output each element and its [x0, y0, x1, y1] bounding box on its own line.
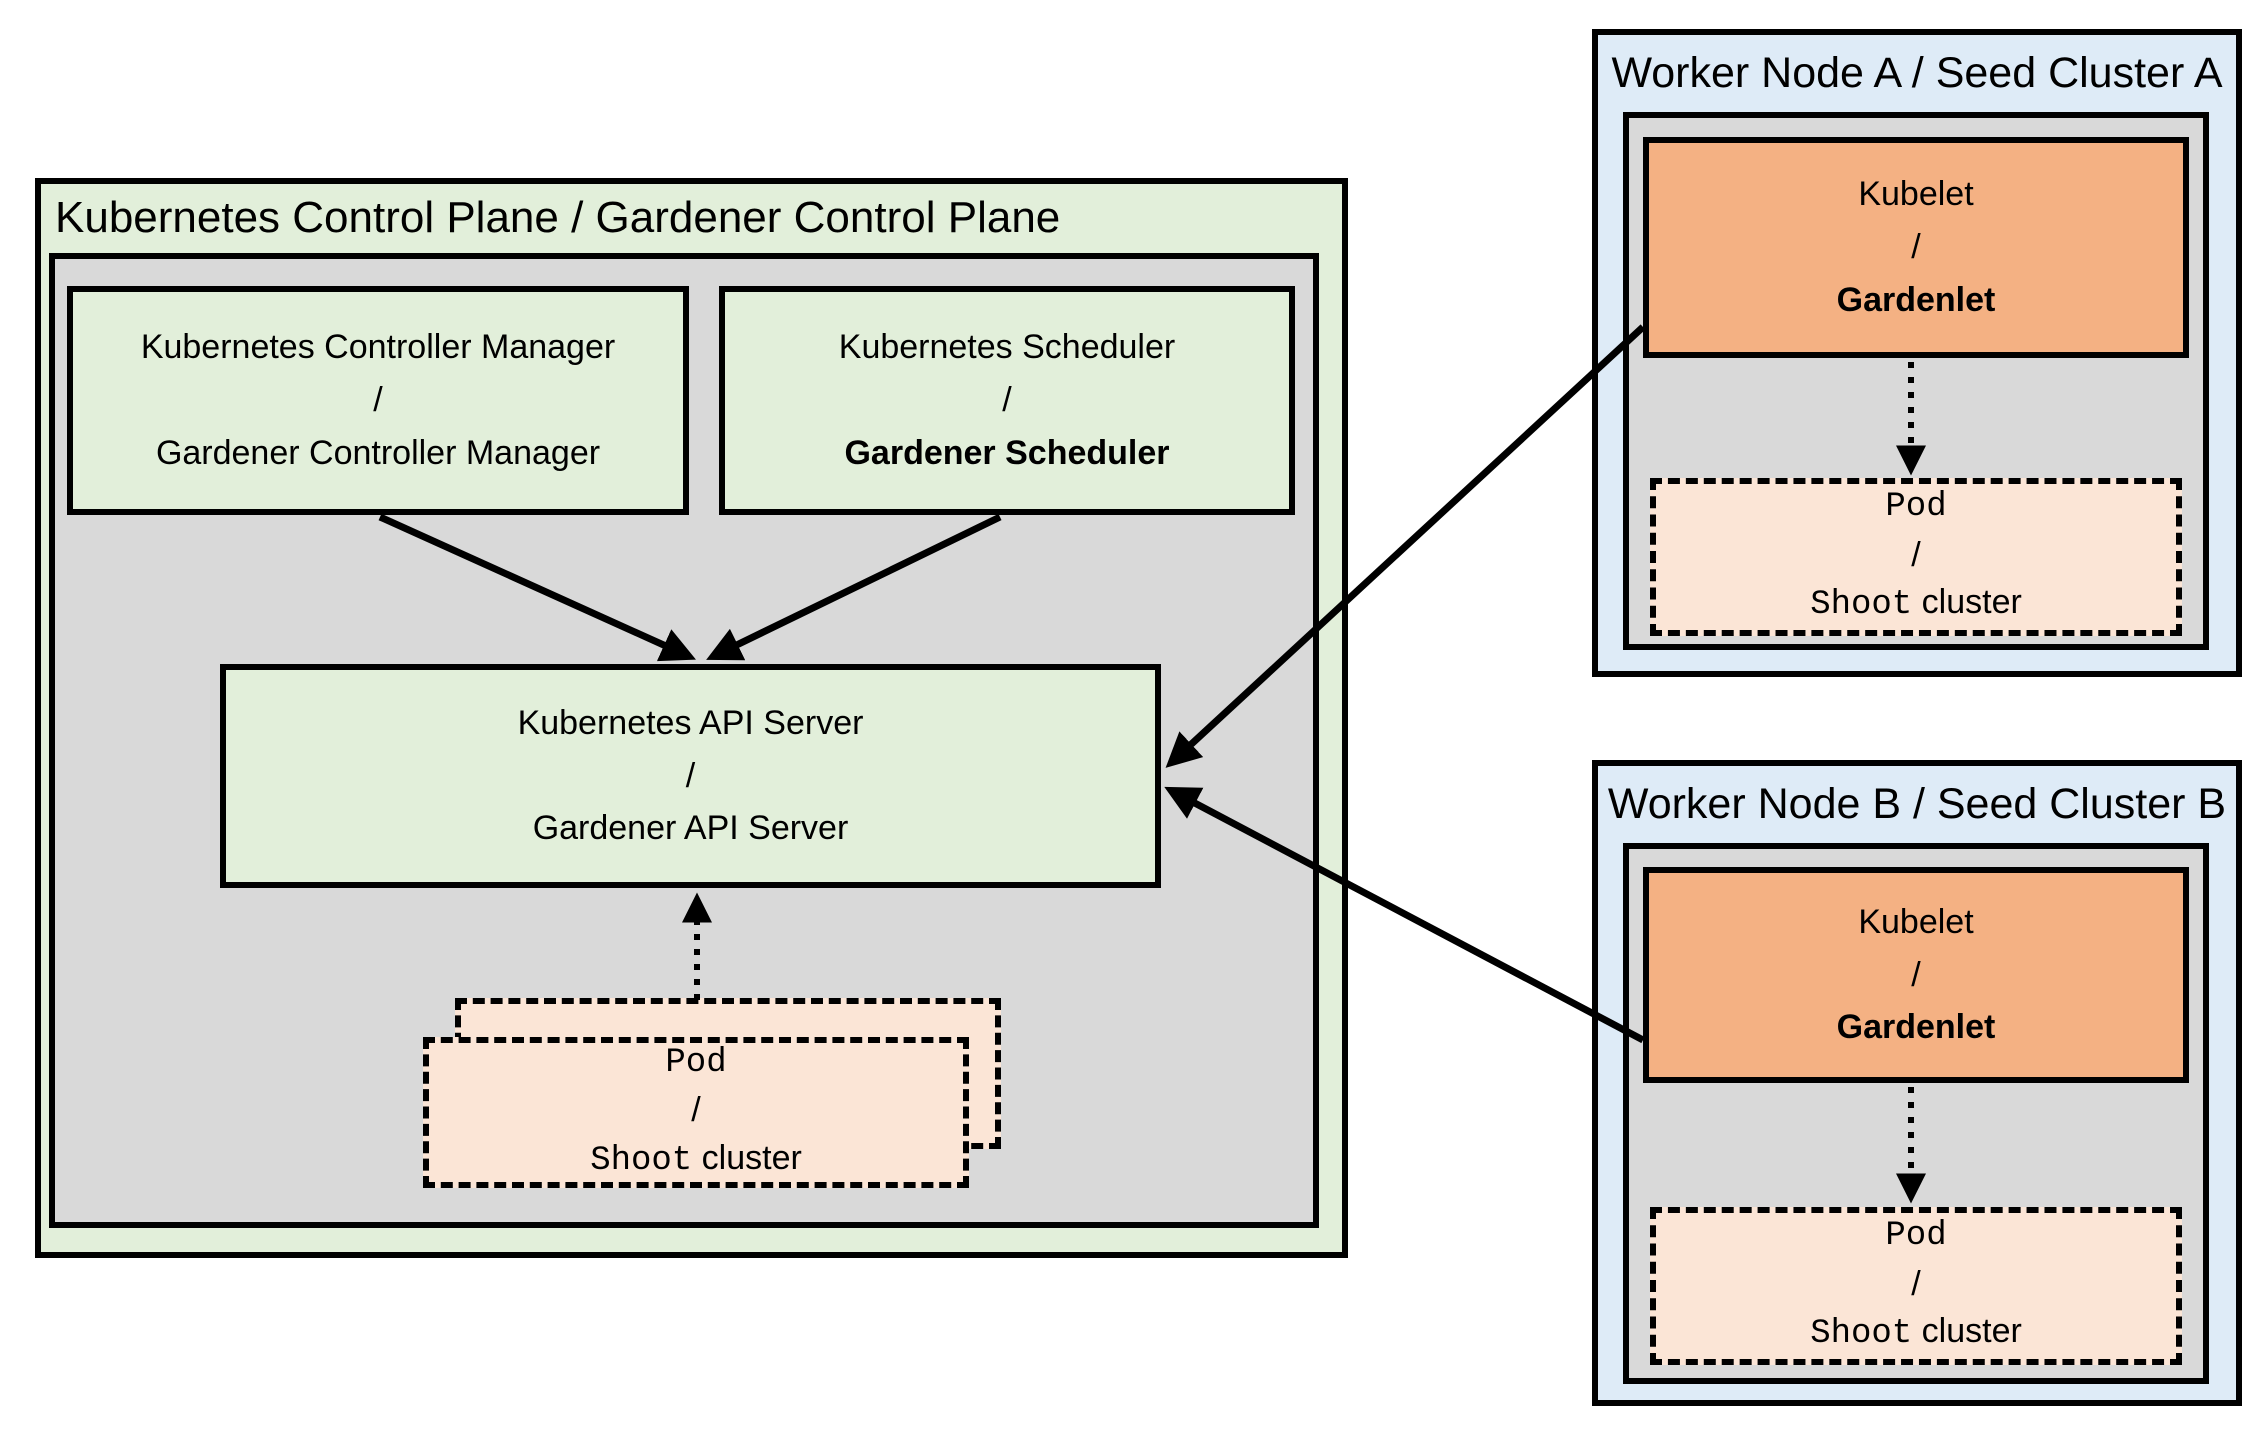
pod-line2-shoot: Shoot [590, 1141, 693, 1180]
kubelet-b-line2: Gardenlet [1836, 1008, 1996, 1047]
kubelet-a-line2: Gardenlet [1836, 280, 1996, 319]
pod-b-line2: Shoot cluster [1810, 1308, 2022, 1359]
pod-a-line1: Pod [1885, 488, 1947, 527]
controller-manager-line2: Gardener Controller Manager [155, 433, 601, 472]
pod-shoot-box: Pod / Shoot cluster [423, 1037, 969, 1188]
pod-shoot-a-box: Pod / Shoot cluster [1650, 478, 2182, 636]
kubelet-b-separator: / [1911, 955, 1921, 994]
worker-node-b-inner-box: Kubelet / Gardenlet Pod / Shoot cluster [1623, 843, 2209, 1384]
control-plane-box: Kubernetes Control Plane / Gardener Cont… [35, 178, 1348, 1258]
pod-line2: Shoot cluster [590, 1135, 802, 1186]
kubelet-a-line1: Kubelet [1858, 175, 1974, 214]
pod-separator: / [691, 1091, 701, 1130]
api-server-line2: Gardener API Server [532, 809, 849, 848]
control-plane-title: Kubernetes Control Plane / Gardener Cont… [55, 193, 1061, 242]
pod-a-line2-shoot: Shoot [1810, 586, 1913, 625]
pod-shoot-b-box: Pod / Shoot cluster [1650, 1207, 2182, 1365]
kubelet-a-separator: / [1911, 228, 1921, 267]
pod-line2-cluster: cluster [701, 1138, 802, 1177]
worker-node-b-title: Worker Node B / Seed Cluster B [1607, 780, 2227, 828]
scheduler-box: Kubernetes Scheduler / Gardener Schedule… [719, 286, 1295, 515]
kubelet-b-line1: Kubelet [1858, 902, 1974, 941]
pod-b-line2-shoot: Shoot [1810, 1315, 1913, 1354]
api-server-separator: / [685, 756, 696, 795]
pod-b-separator: / [1911, 1264, 1921, 1303]
pod-a-separator: / [1911, 535, 1921, 574]
worker-node-a-inner-box: Kubelet / Gardenlet Pod / Shoot cluster [1623, 112, 2209, 650]
worker-node-b-box: Worker Node B / Seed Cluster B Kubelet /… [1592, 760, 2242, 1406]
control-plane-inner-box: Kubernetes Controller Manager / Gardener… [49, 253, 1319, 1228]
pod-b-line1: Pod [1885, 1217, 1947, 1256]
worker-node-a-title: Worker Node A / Seed Cluster A [1611, 49, 2223, 97]
pod-line1: Pod [665, 1043, 727, 1082]
controller-manager-separator: / [373, 381, 383, 420]
scheduler-line2: Gardener Scheduler [844, 433, 1170, 472]
kubelet-gardenlet-b-box: Kubelet / Gardenlet [1643, 867, 2189, 1083]
scheduler-line1: Kubernetes Scheduler [838, 328, 1176, 367]
worker-node-a-box: Worker Node A / Seed Cluster A Kubelet /… [1592, 29, 2242, 677]
api-server-line1: Kubernetes API Server [517, 703, 864, 742]
controller-manager-line1: Kubernetes Controller Manager [140, 328, 616, 367]
kubelet-gardenlet-a-box: Kubelet / Gardenlet [1643, 137, 2189, 358]
pod-b-line2-cluster: cluster [1921, 1312, 2022, 1351]
api-server-box: Kubernetes API Server / Gardener API Ser… [220, 664, 1161, 888]
pod-a-line2: Shoot cluster [1810, 579, 2022, 630]
pod-a-line2-cluster: cluster [1921, 583, 2022, 622]
controller-manager-box: Kubernetes Controller Manager / Gardener… [67, 286, 689, 515]
scheduler-separator: / [1002, 381, 1012, 420]
